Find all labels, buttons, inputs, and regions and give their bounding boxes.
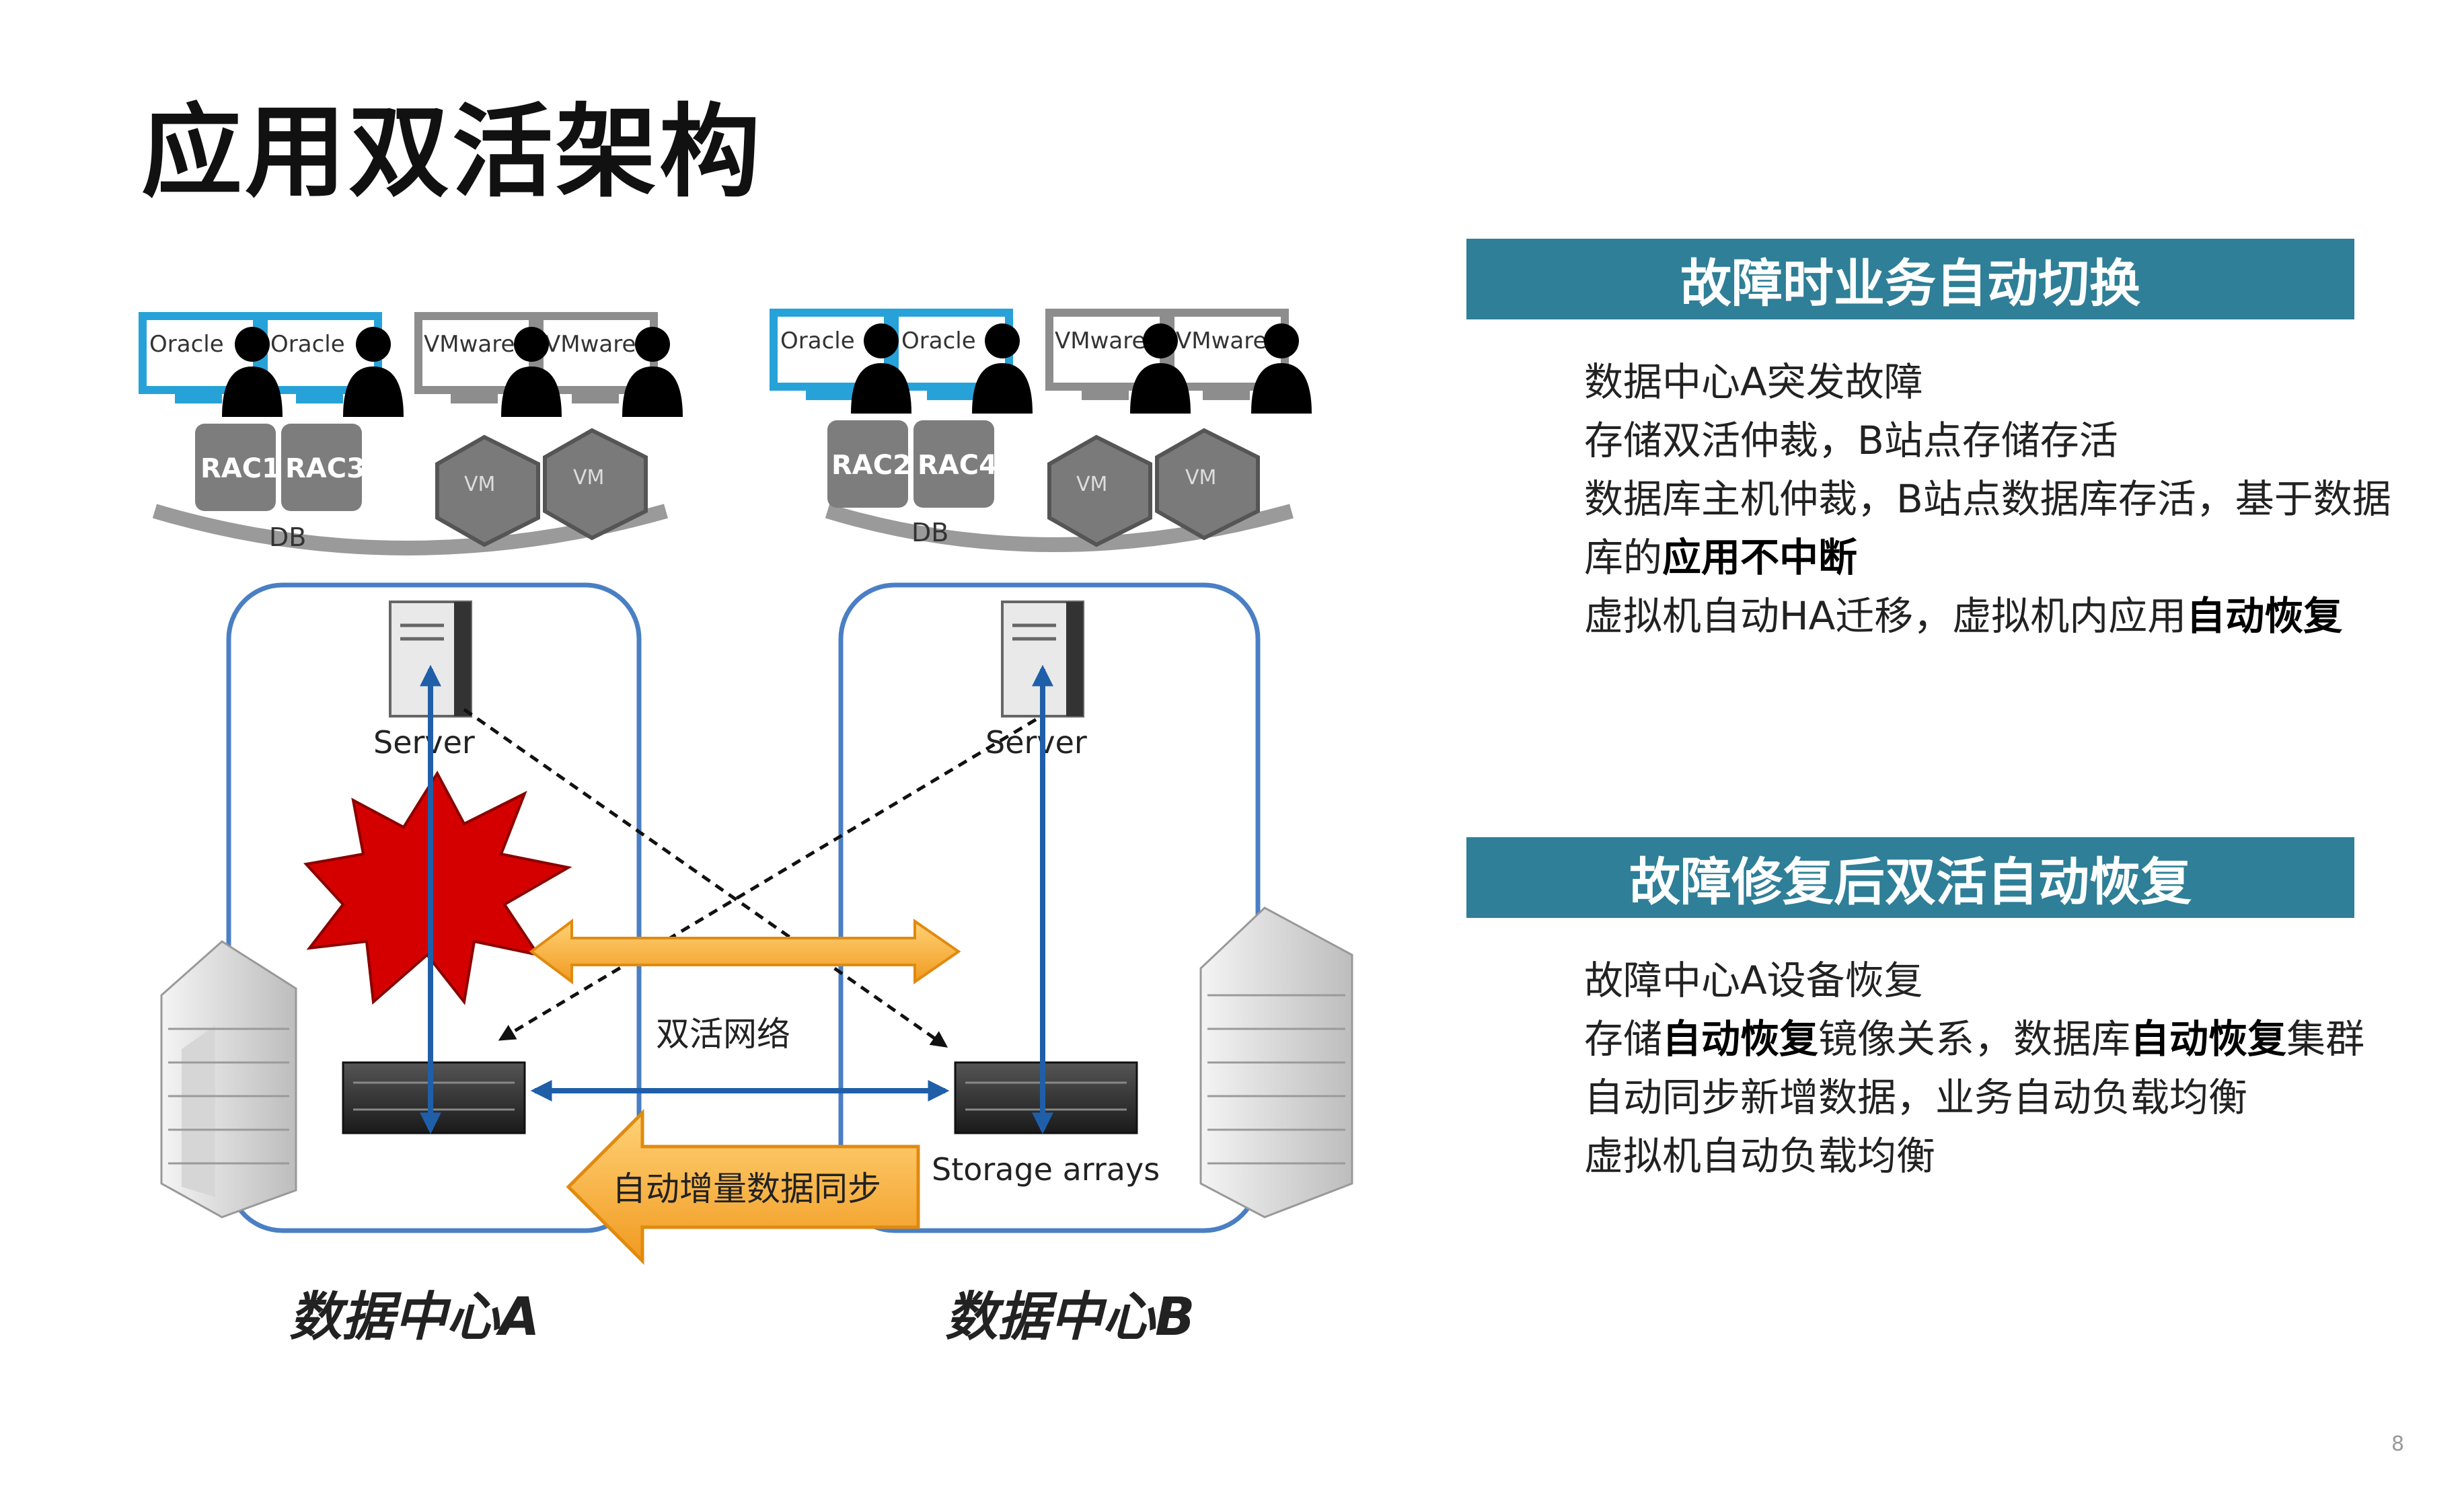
building-icon-b [1199, 906, 1353, 1218]
datacenter-frame-a [226, 582, 642, 1233]
emphasis-text: 自动恢复 [2130, 1016, 2287, 1062]
rac-cylinders-a: RAC1 RAC3 [195, 424, 365, 511]
item-text: 虚拟机自动负载均衡 [1584, 1133, 1936, 1179]
svg-text:VM: VM [1185, 466, 1216, 490]
building-icon-a [160, 940, 297, 1218]
svg-text:VM: VM [464, 473, 495, 496]
item-text: 存储 [1584, 1016, 1663, 1062]
workstation-group-a: DB Oracle Oracle VMware VMware [139, 312, 683, 555]
auto-sync-arrow [566, 1108, 920, 1266]
svg-text:VMware: VMware [545, 331, 636, 358]
list-item: 虚拟机自动负载均衡 [1584, 1127, 2412, 1186]
user-icons-a [222, 327, 683, 417]
svg-text:VMware: VMware [1176, 327, 1267, 354]
server-label-a: Server [373, 724, 475, 761]
item-text: 存储双活仲裁，B站点存储存活 [1584, 418, 2118, 463]
failover-points-list: 数据中心A突发故障存储双活仲裁，B站点存储存活数据库主机仲裁，B站点数据库存活，… [1584, 353, 2412, 646]
panel-header-recovery: 故障修复后双活自动恢复 [1466, 837, 2354, 918]
rac-cylinders-b: RAC2 RAC4 [827, 420, 998, 508]
emphasis-text: 自动恢复 [2186, 593, 2343, 639]
svg-text:VM: VM [573, 466, 604, 490]
user-icons-b [851, 323, 1312, 414]
list-item: 虚拟机自动HA迁移，虚拟机内应用自动恢复 [1584, 587, 2412, 646]
svg-text:Oracle: Oracle [780, 327, 855, 354]
item-text: 集群 [2286, 1016, 2365, 1062]
db-label-b: DB [911, 518, 948, 547]
failure-burst-icon [303, 771, 572, 1005]
active-active-network-arrow [529, 919, 961, 984]
emphasis-text: 自动恢复 [1662, 1016, 1819, 1062]
list-item: 数据库主机仲裁，B站点数据库存活，基于数据库的应用不中断 [1584, 470, 2412, 587]
page-title: 应用双活架构 [141, 94, 763, 211]
vm-cubes-b: VM VM [1047, 428, 1260, 547]
vmware-monitor-a2: VMware [535, 312, 658, 403]
list-item: 故障中心A设备恢复 [1584, 952, 2412, 1010]
storage-array-a [342, 1061, 526, 1134]
item-text: 数据中心A突发故障 [1584, 359, 1923, 405]
item-text: 镜像关系，数据库 [1818, 1016, 2131, 1062]
workstation-group-b: DB Oracle Oracle VMware VMware [770, 309, 1312, 552]
cross-link-b-to-a [498, 718, 1037, 1041]
panel-header-failover: 故障时业务自动切换 [1466, 239, 2354, 319]
datacenter-b-label: 数据中心B [945, 1287, 1195, 1348]
item-text: 自动同步新增数据，业务自动负载均衡 [1584, 1075, 2248, 1120]
item-text: 数据库主机仲裁，B站点数据库存活，基于数据库的 [1584, 476, 2391, 580]
storage-arrays-label: Storage arrays [932, 1151, 1160, 1188]
rac2-label: RAC2 [831, 450, 911, 481]
list-item: 数据中心A突发故障 [1584, 353, 2412, 412]
rac3-label: RAC3 [285, 453, 365, 484]
architecture-diagram: DB Oracle Oracle VMware VMware [139, 309, 1353, 1348]
server-label-b: Server [985, 724, 1087, 761]
storage-array-b [954, 1061, 1138, 1134]
datacenter-a-label: 数据中心A [289, 1287, 539, 1348]
sync-label: 自动增量数据同步 [612, 1169, 881, 1208]
page-number: 8 [2391, 1432, 2405, 1456]
item-text: 故障中心A设备恢复 [1584, 958, 1923, 1003]
svg-text:Oracle: Oracle [901, 327, 976, 354]
list-item: 自动同步新增数据，业务自动负载均衡 [1584, 1069, 2412, 1127]
list-item: 存储双活仲裁，B站点存储存活 [1584, 412, 2412, 470]
network-label: 双活网络 [656, 1015, 790, 1054]
emphasis-text: 应用不中断 [1662, 535, 1858, 580]
cross-link-a-to-b [463, 707, 948, 1048]
rac1-label: RAC1 [200, 453, 281, 484]
list-item: 存储自动恢复镜像关系，数据库自动恢复集群 [1584, 1010, 2412, 1069]
svg-text:VMware: VMware [424, 331, 515, 358]
rac4-label: RAC4 [918, 450, 998, 481]
db-label-a: DB [269, 523, 306, 552]
svg-text:Oracle: Oracle [270, 331, 345, 358]
svg-text:Oracle: Oracle [149, 331, 224, 358]
vm-cubes-a: VM VM [435, 428, 648, 547]
svg-text:VMware: VMware [1055, 327, 1146, 354]
recovery-points-list: 故障中心A设备恢复存储自动恢复镜像关系，数据库自动恢复集群自动同步新增数据，业务… [1584, 952, 2412, 1186]
svg-text:VM: VM [1076, 473, 1107, 496]
datacenter-frame-b [838, 582, 1261, 1233]
item-text: 虚拟机自动HA迁移，虚拟机内应用 [1584, 593, 2187, 639]
